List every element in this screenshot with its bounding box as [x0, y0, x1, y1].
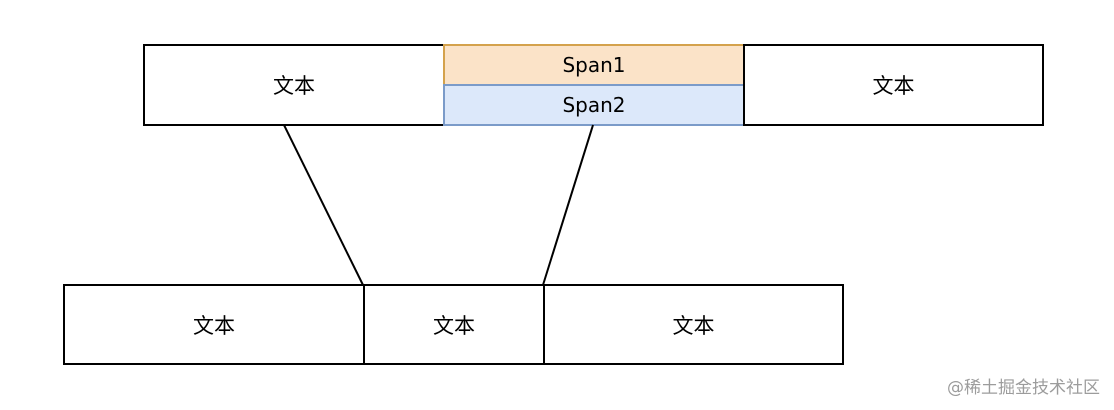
bottom-middle-text-box: 文本: [363, 284, 545, 365]
connector-line-left: [283, 124, 364, 286]
span1-label: Span1: [562, 53, 626, 77]
top-left-text: 文本: [273, 74, 315, 98]
span2-label: Span2: [562, 93, 626, 117]
connector-line-right: [542, 124, 594, 286]
bottom-right-text: 文本: [672, 313, 715, 338]
bottom-left-text: 文本: [193, 313, 235, 338]
span2-box: Span2: [443, 84, 745, 126]
bottom-right-text-box: 文本: [543, 284, 844, 365]
top-left-text-box: 文本: [143, 44, 445, 126]
watermark: @稀土掘金技术社区: [947, 378, 1100, 398]
top-right-text: 文本: [872, 74, 915, 98]
bottom-left-text-box: 文本: [63, 284, 365, 365]
top-right-text-box: 文本: [743, 44, 1044, 126]
bottom-middle-text: 文本: [433, 313, 475, 338]
